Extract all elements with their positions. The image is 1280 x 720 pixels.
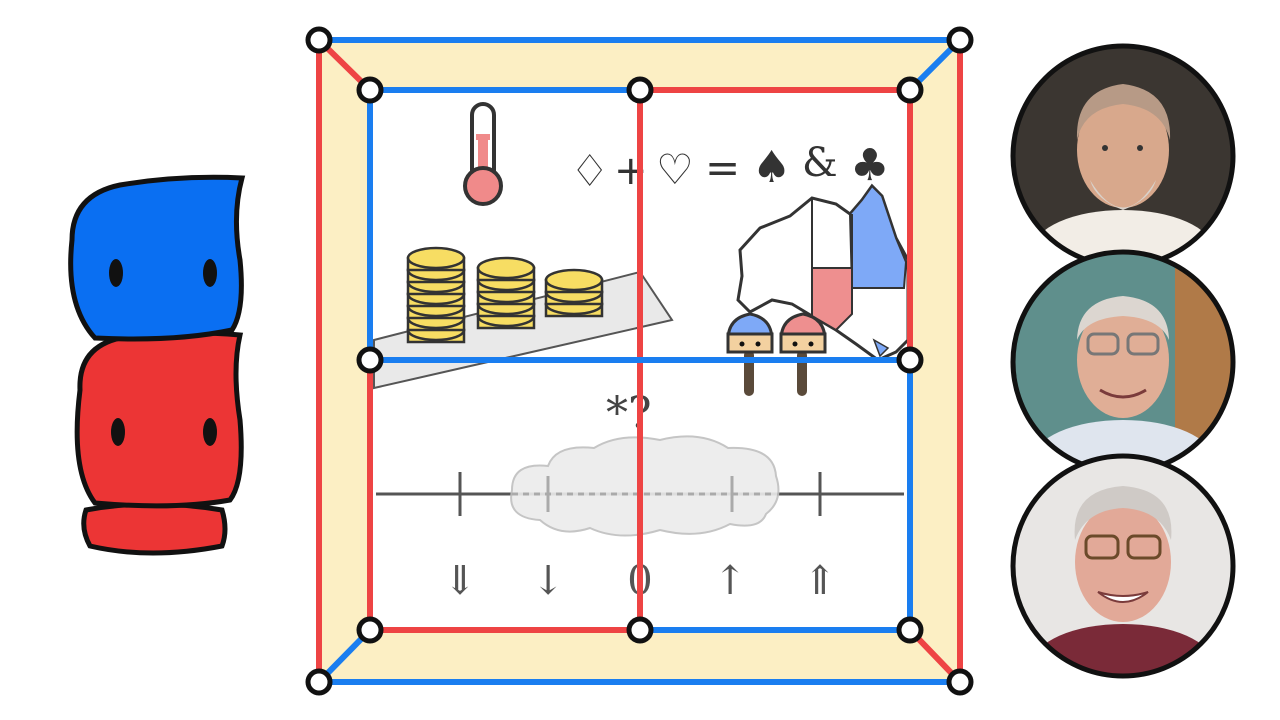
red-piece-left-eye — [111, 418, 125, 446]
club-symbol: ♣ — [850, 140, 889, 191]
up-arrow: ↑ — [713, 558, 747, 604]
board-nodes — [305, 26, 974, 696]
red-piece-right-eye — [203, 418, 217, 446]
australia-map-icon — [736, 183, 910, 362]
node-inner-tr[interactable] — [896, 76, 924, 104]
suit-equation: ♢ + ♡ = ♠ & ♣ — [570, 140, 889, 197]
portrait-bottom — [1010, 453, 1236, 679]
node-outer-tr[interactable] — [946, 26, 974, 54]
coin-face — [544, 268, 604, 292]
node-inner-bl[interactable] — [356, 616, 384, 644]
coin-face — [406, 246, 466, 270]
double-up-arrow: ⇑ — [803, 558, 837, 604]
node-inner-bm[interactable] — [626, 616, 654, 644]
coin-stack-medium — [476, 256, 536, 330]
node-inner-tm[interactable] — [626, 76, 654, 104]
node-inner-ml[interactable] — [356, 346, 384, 374]
blue-piece-left-eye — [109, 259, 123, 287]
diamond-symbol: ♢ — [570, 146, 609, 197]
node-inner-tl[interactable] — [356, 76, 384, 104]
blue-piece-right-eye — [203, 259, 217, 287]
coin-stack-small — [544, 268, 604, 318]
heart-symbol: ♡ — [656, 145, 694, 194]
mystery-label: *? — [606, 388, 652, 439]
node-inner-mr[interactable] — [896, 346, 924, 374]
thermometer-icon — [463, 102, 503, 206]
stacked-pieces — [68, 174, 246, 556]
red-piece-base — [81, 501, 228, 556]
board-edges — [316, 37, 963, 685]
node-outer-bl[interactable] — [305, 668, 333, 696]
equals-symbol: = — [705, 143, 740, 192]
confusion-cloud — [510, 435, 780, 537]
node-outer-tl[interactable] — [305, 26, 333, 54]
node-inner-br[interactable] — [896, 616, 924, 644]
ampersand-symbol: & — [802, 140, 838, 186]
double-down-arrow: ⇓ — [443, 558, 477, 604]
down-arrow: ↓ — [531, 558, 565, 604]
coin-face — [476, 256, 536, 280]
spade-symbol: ♠ — [752, 142, 791, 193]
red-piece-head — [74, 330, 244, 509]
coin-stack-large — [406, 246, 466, 344]
portrait-column — [1010, 43, 1236, 679]
node-outer-br[interactable] — [946, 668, 974, 696]
blue-piece-head — [68, 174, 246, 342]
